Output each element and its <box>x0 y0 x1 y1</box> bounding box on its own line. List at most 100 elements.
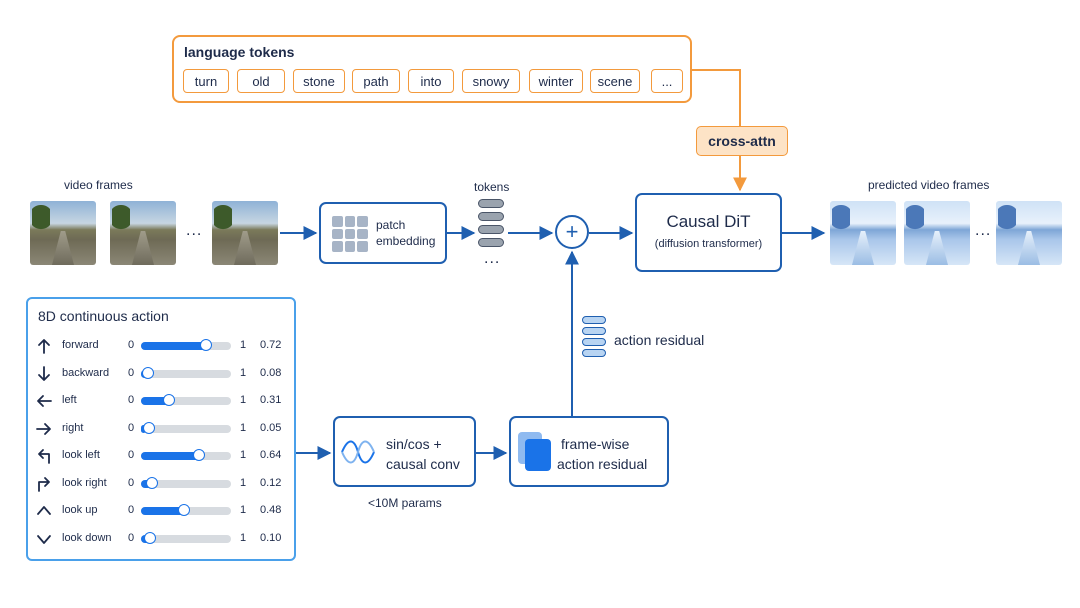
predicted-frame-image <box>830 201 896 265</box>
action-label: left <box>62 394 77 406</box>
token-pill <box>478 225 504 234</box>
action-label: look right <box>62 477 107 489</box>
residual-pill <box>582 338 606 346</box>
params-label: <10M params <box>368 496 442 510</box>
language-token: path <box>352 69 400 93</box>
patch-grid-icon <box>332 216 368 252</box>
language-token: snowy <box>462 69 520 93</box>
slider-min-label: 0 <box>128 422 135 434</box>
action-label: right <box>62 422 84 434</box>
patch-embedding-label-1: patch <box>376 218 406 232</box>
video-frame-image <box>110 201 176 265</box>
action-slider[interactable] <box>141 394 231 406</box>
action-value: 0.08 <box>260 367 282 379</box>
arrow-left-icon <box>37 395 52 407</box>
action-slider[interactable] <box>141 339 231 351</box>
predicted-frames-label: predicted video frames <box>868 178 990 192</box>
language-token: scene <box>590 69 640 93</box>
turn-left-arrow-icon <box>38 449 50 464</box>
language-token: into <box>408 69 454 93</box>
action-slider[interactable] <box>141 449 231 461</box>
slider-min-label: 0 <box>128 504 135 516</box>
slider-max-label: 1 <box>240 532 247 544</box>
causal-dit-subtitle: (diffusion transformer) <box>654 238 763 250</box>
action-slider[interactable] <box>141 504 231 516</box>
slider-handle[interactable] <box>178 504 191 516</box>
action-value: 0.12 <box>260 477 282 489</box>
slider-min-label: 0 <box>128 477 135 489</box>
slider-fill <box>141 507 185 515</box>
tokens-ellipsis: ... <box>484 250 501 267</box>
predicted-frame-image <box>904 201 970 265</box>
causal-dit-box <box>635 193 782 272</box>
chevron-up-icon <box>37 506 51 515</box>
language-tokens-title: language tokens <box>184 44 295 60</box>
action-residual-label: action residual <box>614 332 705 348</box>
video-frame-image <box>212 201 278 265</box>
video-frames-ellipsis: ... <box>186 222 203 239</box>
action-label: backward <box>62 367 110 379</box>
video-frames-label: video frames <box>64 178 133 192</box>
slider-min-label: 0 <box>128 532 135 544</box>
predicted-frames-ellipsis: ... <box>975 222 992 239</box>
slider-handle[interactable] <box>144 532 156 544</box>
language-token: stone <box>293 69 345 93</box>
sincos-label-2: causal conv <box>386 456 460 472</box>
slider-max-label: 1 <box>240 477 247 489</box>
arrow-up-icon <box>38 339 50 354</box>
slider-handle[interactable] <box>145 477 158 489</box>
residual-pill <box>582 327 606 335</box>
slider-max-label: 1 <box>240 504 247 516</box>
slider-handle[interactable] <box>192 449 205 461</box>
slider-min-label: 0 <box>128 449 135 461</box>
slider-handle[interactable] <box>162 394 175 406</box>
patch-embedding-label-2: embedding <box>376 234 436 248</box>
action-value: 0.72 <box>260 339 282 351</box>
patch-embedding-box <box>319 202 447 264</box>
action-slider[interactable] <box>141 477 231 489</box>
add-operator-icon: + <box>555 215 589 249</box>
slider-fill <box>141 342 206 350</box>
action-value: 0.48 <box>260 504 282 516</box>
turn-right-arrow-icon <box>38 477 50 492</box>
slider-min-label: 0 <box>128 394 135 406</box>
chevron-down-icon <box>37 535 51 544</box>
action-value: 0.05 <box>260 422 282 434</box>
action-value: 0.31 <box>260 394 282 406</box>
sincos-label-1: sin/cos + <box>386 436 442 452</box>
action-label: forward <box>62 339 99 351</box>
video-frame-image <box>30 201 96 265</box>
action-slider[interactable] <box>141 422 231 434</box>
action-value: 0.64 <box>260 449 282 461</box>
slider-min-label: 0 <box>128 339 135 351</box>
slider-max-label: 1 <box>240 422 247 434</box>
language-to-crossattn-line <box>692 69 741 126</box>
predicted-frame-image <box>996 201 1062 265</box>
language-token: winter <box>529 69 583 93</box>
slider-handle[interactable] <box>199 339 212 351</box>
slider-handle[interactable] <box>143 422 155 434</box>
wave-icon <box>341 440 375 464</box>
residual-pill <box>582 349 606 357</box>
action-label: look left <box>62 449 100 461</box>
action-slider[interactable] <box>141 367 231 379</box>
slider-fill <box>141 397 169 405</box>
action-slider[interactable] <box>141 532 231 544</box>
token-pill <box>478 238 504 247</box>
action-label: look up <box>62 504 98 516</box>
action-panel-title: 8D continuous action <box>38 308 169 324</box>
causal-dit-title: Causal DiT <box>666 212 751 231</box>
slider-handle[interactable] <box>142 367 155 379</box>
language-token: turn <box>183 69 229 93</box>
stacked-frames-icon <box>525 439 551 471</box>
residual-pill <box>582 316 606 324</box>
action-label: look down <box>62 532 112 544</box>
arrow-down-icon <box>38 366 50 381</box>
slider-max-label: 1 <box>240 449 247 461</box>
token-pill <box>478 199 504 208</box>
token-pill <box>478 212 504 221</box>
language-token: ... <box>651 69 683 93</box>
arrow-right-icon <box>36 423 51 435</box>
language-token: old <box>237 69 285 93</box>
